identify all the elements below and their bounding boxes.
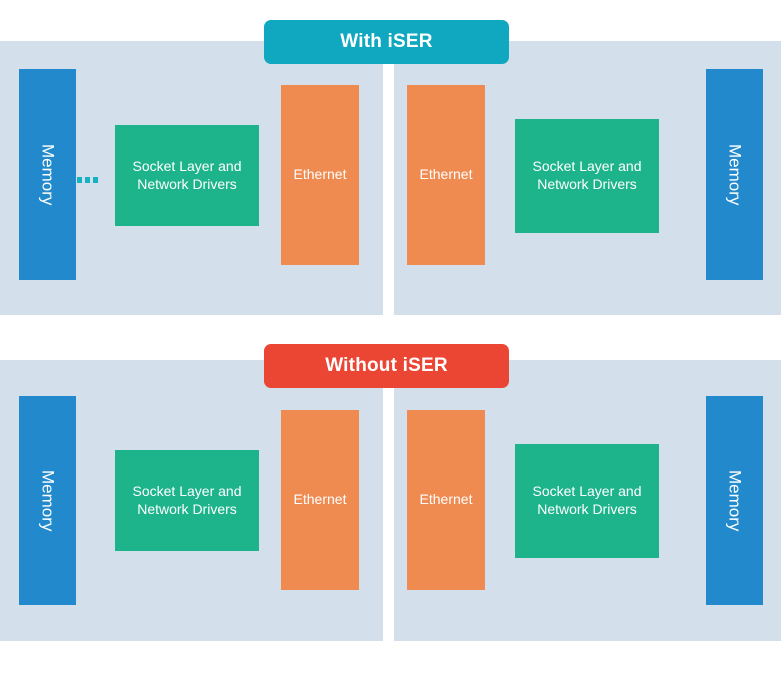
bottom-left-memory-box: Memory [19,396,76,605]
connector-dash-2 [85,177,90,183]
top-right-socket-layer-label: Socket Layer and Network Drivers [532,158,642,192]
bottom-right-ethernet-box: Ethernet [407,410,485,590]
host-split-divider-bottom [383,360,394,641]
top-right-socket-layer-box: Socket Layer and Network Drivers [515,119,659,233]
top-right-memory-box: Memory [706,69,763,280]
bottom-left-ethernet-box: Ethernet [281,410,359,590]
bottom-right-memory-label: Memory [725,469,745,532]
connector-dash-1 [77,177,82,183]
top-left-ethernet-box: Ethernet [281,85,359,265]
bottom-right-memory-box: Memory [706,396,763,605]
top-right-ethernet-box: Ethernet [407,85,485,265]
top-left-socket-layer-label: Socket Layer and Network Drivers [132,157,242,192]
bottom-right-ethernet-label: Ethernet [419,491,473,508]
bottom-left-socket-layer-box: Socket Layer and Network Drivers [115,450,259,551]
bottom-left-memory-label: Memory [38,469,58,532]
top-left-memory-box: Memory [19,69,76,280]
title-pill-with-iser: With iSER [264,20,509,64]
connector-dash-3 [93,177,98,183]
title-pill-without-iser: Without iSER [264,344,509,388]
top-left-socket-layer-box: Socket Layer and Network Drivers [115,125,259,226]
bottom-left-ethernet-label: Ethernet [293,491,347,508]
bottom-left-socket-layer-label: Socket Layer and Network Drivers [132,482,242,517]
host-split-divider-top [383,41,394,315]
top-left-ethernet-label: Ethernet [293,166,347,183]
top-right-memory-label: Memory [725,143,745,206]
bottom-right-socket-layer-box: Socket Layer and Network Drivers [515,444,659,558]
bottom-right-socket-layer-label: Socket Layer and Network Drivers [532,483,642,517]
rdma-dashed-connector-icon [77,177,98,183]
top-left-memory-label: Memory [38,143,58,206]
top-right-ethernet-label: Ethernet [419,166,473,183]
